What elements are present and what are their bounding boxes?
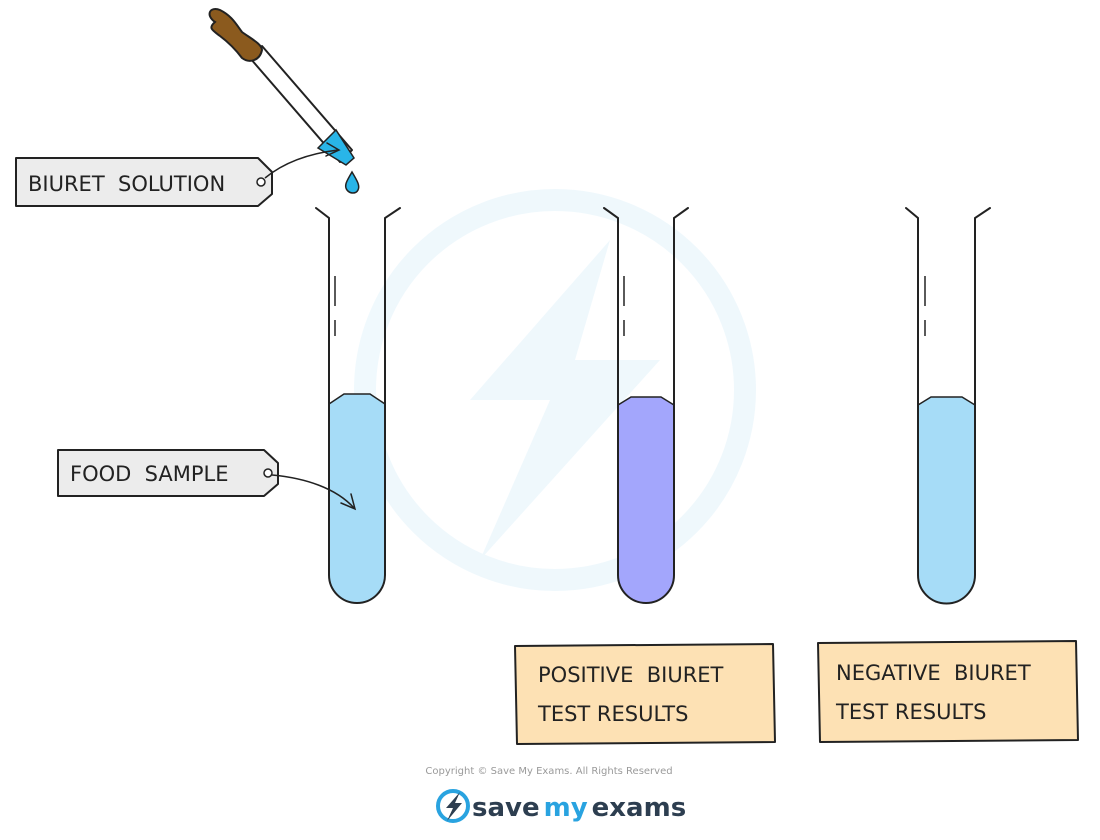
label-biuret-solution: BIURET SOLUTION	[28, 172, 225, 196]
positive-result-line1: POSITIVE BIURET	[538, 663, 724, 687]
test-tube-negative	[905, 207, 991, 605]
label-food-sample: FOOD SAMPLE	[70, 462, 229, 486]
test-tube-positive	[603, 207, 689, 604]
brand-exams: exams	[592, 793, 687, 823]
test-tube-sample	[315, 207, 401, 604]
arrow-food-sample	[271, 474, 355, 509]
label-tag-biuret-solution: BIURET SOLUTION	[15, 157, 273, 207]
copyright-notice: Copyright © Save My Exams. All Rights Re…	[425, 766, 672, 777]
lightning-icon	[436, 789, 470, 823]
arrow-biuret-solution	[264, 149, 339, 179]
result-box-positive: POSITIVE BIURET TEST RESULTS	[514, 643, 776, 745]
negative-result-line1: NEGATIVE BIURET	[836, 661, 1031, 685]
brand-save: save	[472, 793, 540, 823]
brand-my: my	[544, 793, 588, 823]
watermark	[354, 189, 756, 591]
dropper-icon	[208, 8, 355, 166]
positive-result-line2: TEST RESULTS	[537, 702, 688, 726]
negative-result-line2: TEST RESULTS	[835, 700, 986, 724]
biuret-drop	[344, 170, 360, 194]
label-tag-food-sample: FOOD SAMPLE	[57, 449, 279, 497]
result-box-negative: NEGATIVE BIURET TEST RESULTS	[817, 640, 1079, 743]
